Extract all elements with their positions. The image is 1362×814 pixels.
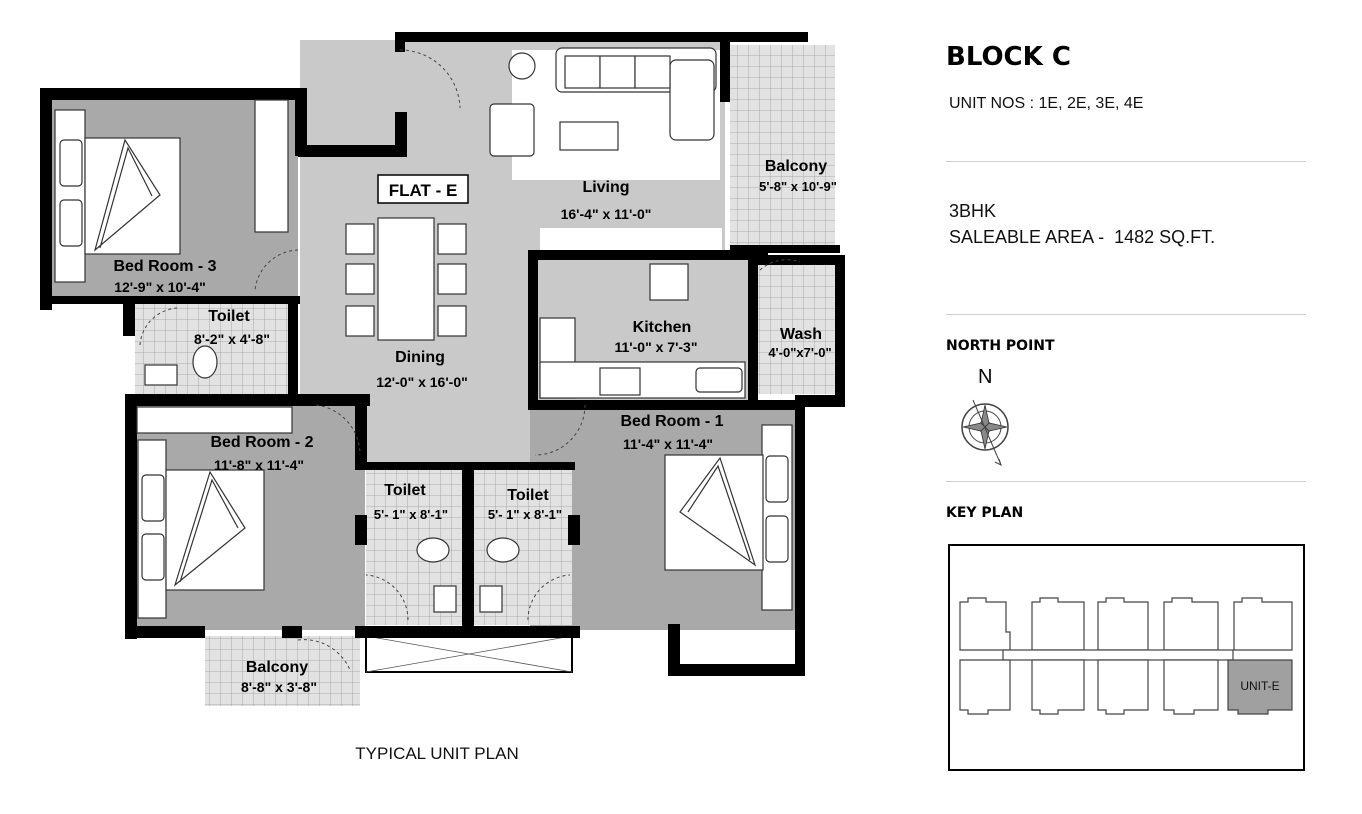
wash-name: Wash [780,326,822,343]
kitchen-name: Kitchen [633,319,692,336]
dining-size: 12'-0" x 16'-0" [376,374,468,390]
toilet-b-name: Toilet [507,487,549,504]
divider-3 [946,481,1306,482]
plan-caption: TYPICAL UNIT PLAN [355,744,518,763]
saleable-area: SALEABLE AREA - 1482 SQ.FT. [949,227,1216,247]
toilet-a-size: 5'- 1" x 8'-1" [374,507,448,522]
key-plan-heading: KEY PLAN [946,505,1024,521]
flat-label: FLAT - E [389,181,458,200]
divider-1 [946,161,1306,162]
bedroom1-size: 11'-4" x 11'-4" [623,436,713,452]
balcony-top-name: Balcony [765,158,827,175]
unit-type: 3BHK [949,201,997,221]
balcony-bottom-size: 8'-8" x 3'-8" [241,679,317,695]
dining-name: Dining [395,349,445,366]
bedroom2-name: Bed Room - 2 [210,434,313,451]
balcony-top-size: 5'-8" x 10'-9" [759,179,837,194]
bedroom1-name: Bed Room - 1 [620,413,723,430]
kitchen-size: 11'-0" x 7'-3" [615,339,698,355]
room-labels: FLAT - E Living 16'-4" x 11'-0" Balcony … [113,158,836,695]
bed-sheets [93,138,757,587]
key-plan-unit-label: UNIT-E [1240,679,1279,693]
toilet-b-size: 5'- 1" x 8'-1" [488,507,562,522]
door-swings [139,49,801,671]
block-title: BLOCK C [946,42,1071,72]
living-size: 16'-4" x 11'-0" [561,206,652,222]
divider-2 [946,314,1306,315]
compass-icon: N [961,366,1009,466]
north-letter: N [978,366,992,388]
toilet-a-name: Toilet [384,482,426,499]
living-name: Living [582,179,629,196]
floor-plan: FLAT - E Living 16'-4" x 11'-0" Balcony … [40,32,845,763]
north-point-heading: NORTH POINT [946,338,1055,354]
bedroom3-size: 12'-9" x 10'-4" [114,279,206,295]
wash-size: 4'-0"x7'-0" [768,345,831,360]
toilet3-size: 8'-2" x 4'-8" [194,331,270,347]
bedroom2-size: 11'-8" x 11'-4" [214,457,304,473]
walls [40,32,845,676]
bedroom3-name: Bed Room - 3 [113,258,216,275]
balcony-bottom-name: Balcony [246,659,308,676]
unit-numbers: UNIT NOS : 1E, 2E, 3E, 4E [949,95,1144,112]
unit-e-highlight [1227,659,1293,715]
toilet3-name: Toilet [208,308,250,325]
key-plan-diagram: UNIT-E [948,544,1305,771]
